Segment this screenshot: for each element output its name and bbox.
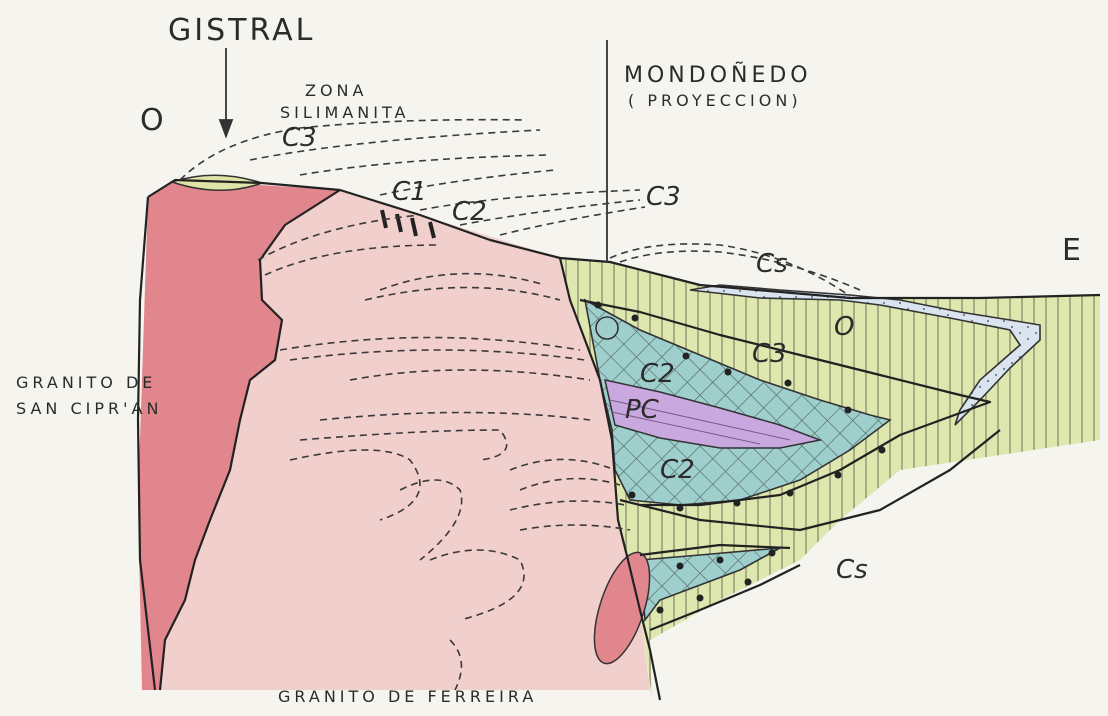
unit-c3-top: C3 bbox=[646, 182, 681, 212]
label-east: E bbox=[1062, 233, 1081, 268]
label-proyeccion: ( PROYECCION) bbox=[628, 91, 802, 110]
unit-c3-left: C3 bbox=[282, 123, 317, 153]
unit-o: O bbox=[834, 312, 854, 342]
unit-pc: PC bbox=[625, 395, 660, 425]
label-mondonedo: MONDOÑEDO bbox=[624, 61, 812, 88]
gistral-arrow bbox=[220, 48, 232, 136]
unit-c2-lower: C2 bbox=[660, 455, 695, 485]
unit-c2-upper: C2 bbox=[640, 359, 675, 389]
label-gistral: GISTRAL bbox=[168, 13, 315, 48]
small-open-circle bbox=[596, 317, 618, 339]
label-zona: ZONA bbox=[305, 81, 367, 100]
label-west: O bbox=[140, 103, 164, 138]
label-granito-san-ciprian-1: GRANITO DE bbox=[16, 373, 156, 392]
unit-c2-top: C2 bbox=[452, 197, 487, 227]
unit-c1: C1 bbox=[392, 177, 427, 207]
unit-cs-top: Cs bbox=[756, 249, 788, 279]
label-granito-ferreira: GRANITO DE FERREIRA bbox=[278, 687, 537, 706]
unit-c3-mid: C3 bbox=[752, 339, 787, 369]
label-granito-san-ciprian-2: SAN CIPR'AN bbox=[16, 399, 162, 418]
label-silimanita: SILIMANITA bbox=[280, 103, 409, 122]
unit-cs-right: Cs bbox=[836, 555, 868, 585]
